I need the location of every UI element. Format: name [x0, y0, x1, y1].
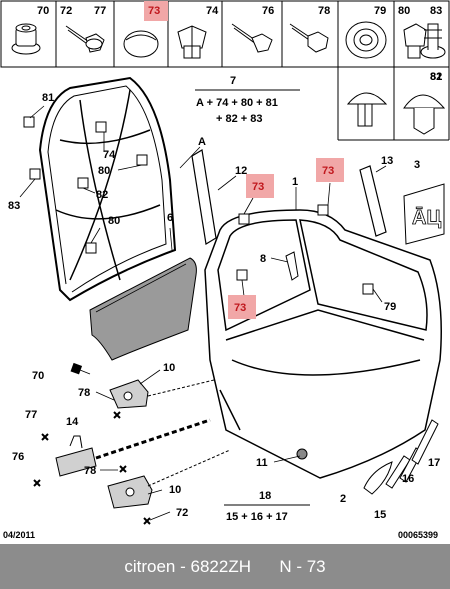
callout-10-a: 10	[163, 362, 175, 374]
callout-A: A	[198, 136, 206, 148]
cross-markers	[33, 411, 151, 525]
caption-part-number: 6822ZH	[190, 556, 251, 576]
kit-note-18-number: 18	[259, 490, 271, 502]
callout-81: 81	[42, 92, 54, 104]
check-strap-14	[55, 418, 211, 477]
grid-label-83: 83	[430, 5, 442, 17]
callout-squares	[23, 116, 374, 295]
callout-17: 17	[428, 457, 440, 469]
callout-83: 83	[8, 200, 20, 212]
parts-grid	[0, 0, 450, 141]
callout-76: 76	[12, 451, 24, 463]
highlight-box-73	[144, 1, 168, 21]
caption-gap	[251, 557, 279, 577]
grid-label-72: 72	[60, 5, 72, 17]
callout-12: 12	[235, 165, 247, 177]
footer-date: 04/2011	[3, 530, 35, 540]
caption-brand: citroen	[124, 556, 176, 576]
callout-78-b: 78	[84, 465, 96, 477]
grid-label-79: 79	[374, 5, 386, 17]
door-seal-drawing	[38, 76, 177, 302]
pillar-trim-13	[359, 165, 387, 237]
callout-79: 79	[384, 301, 396, 313]
fir-tree-clip-icon	[420, 23, 446, 59]
grid-label-77: 77	[94, 5, 106, 17]
parts-diagram: 70 72 77 73 74 76 78 79 80 83 81 82	[0, 0, 450, 540]
callout-70: 70	[32, 370, 44, 382]
grommet-icon	[345, 21, 387, 59]
callout-78-a: 78	[78, 387, 90, 399]
callout-6: 6	[167, 212, 173, 224]
hex-bolt-icon	[289, 23, 329, 53]
callout-80-a: 80	[98, 165, 110, 177]
caption-ref: N - 73	[279, 556, 326, 576]
callout-2: 2	[340, 493, 346, 505]
grid-label-74: 74	[206, 5, 219, 17]
callout-73-a: 73	[252, 181, 264, 193]
caption-sep-1: -	[175, 556, 191, 576]
callout-82: 82	[96, 189, 108, 201]
grid-label-78: 78	[318, 5, 330, 17]
badge-3: ĀЦ	[403, 183, 445, 245]
callout-74: 74	[103, 149, 116, 161]
highlight-box-73-a	[246, 174, 274, 198]
grid-label-81: 81	[430, 71, 442, 83]
leader-lines	[19, 105, 387, 521]
highlight-box-73-b	[316, 158, 344, 182]
callout-3: 3	[414, 159, 420, 171]
grid-label-70: 70	[37, 5, 49, 17]
callout-16: 16	[402, 473, 414, 485]
kit-note-18-line1: 15 + 16 + 17	[226, 511, 288, 523]
callout-11: 11	[256, 457, 268, 469]
kit-note-18: 18 15 + 16 + 17	[224, 490, 310, 523]
caption-bar: citroen - 6822ZH N - 73	[0, 544, 450, 589]
part-8	[285, 251, 299, 281]
grid-label-82: 82	[430, 71, 442, 83]
highlight-box-73-c	[228, 295, 256, 319]
callout-73-c: 73	[234, 302, 246, 314]
callout-13: 13	[381, 155, 393, 167]
plug-11	[296, 448, 308, 460]
footer-code: 00065399	[398, 530, 438, 540]
callout-8: 8	[260, 253, 266, 265]
svg-text:ĀЦ: ĀЦ	[412, 207, 441, 229]
kit-note-7-line1: A + 74 + 80 + 81	[196, 97, 278, 109]
seal-strips	[363, 419, 439, 495]
grid-label-76: 76	[262, 5, 274, 17]
kit-note-7-line2: + 82 + 83	[216, 113, 263, 125]
callout-10-b: 10	[169, 484, 181, 496]
callout-73-b: 73	[322, 165, 334, 177]
callout-80-b: 80	[108, 215, 120, 227]
pillar-trim-12	[191, 149, 217, 245]
bolt-icon	[231, 23, 273, 53]
callout-1: 1	[292, 176, 298, 188]
kit-note-7: 7 A + 74 + 80 + 81 + 82 + 83	[195, 75, 300, 125]
screw-icon	[65, 25, 105, 53]
push-clip-icon	[177, 25, 207, 59]
grid-label-80: 80	[398, 5, 410, 17]
anchor-clip-icon	[403, 94, 446, 135]
clip-nut-icon	[11, 23, 41, 55]
callout-14: 14	[66, 416, 79, 428]
trim-panel-6	[89, 257, 197, 361]
callout-15: 15	[374, 509, 386, 521]
square-nut-70	[70, 362, 83, 375]
hinge-upper-10	[109, 379, 149, 409]
round-plug-icon	[123, 30, 159, 58]
grid-label-73: 73	[148, 5, 160, 17]
door-drawing	[204, 209, 442, 479]
kit-note-7-number: 7	[230, 75, 236, 87]
hinge-lower-10	[107, 475, 153, 509]
callout-72: 72	[176, 507, 188, 519]
dome-clip-icon	[346, 92, 388, 127]
callout-77: 77	[25, 409, 37, 421]
